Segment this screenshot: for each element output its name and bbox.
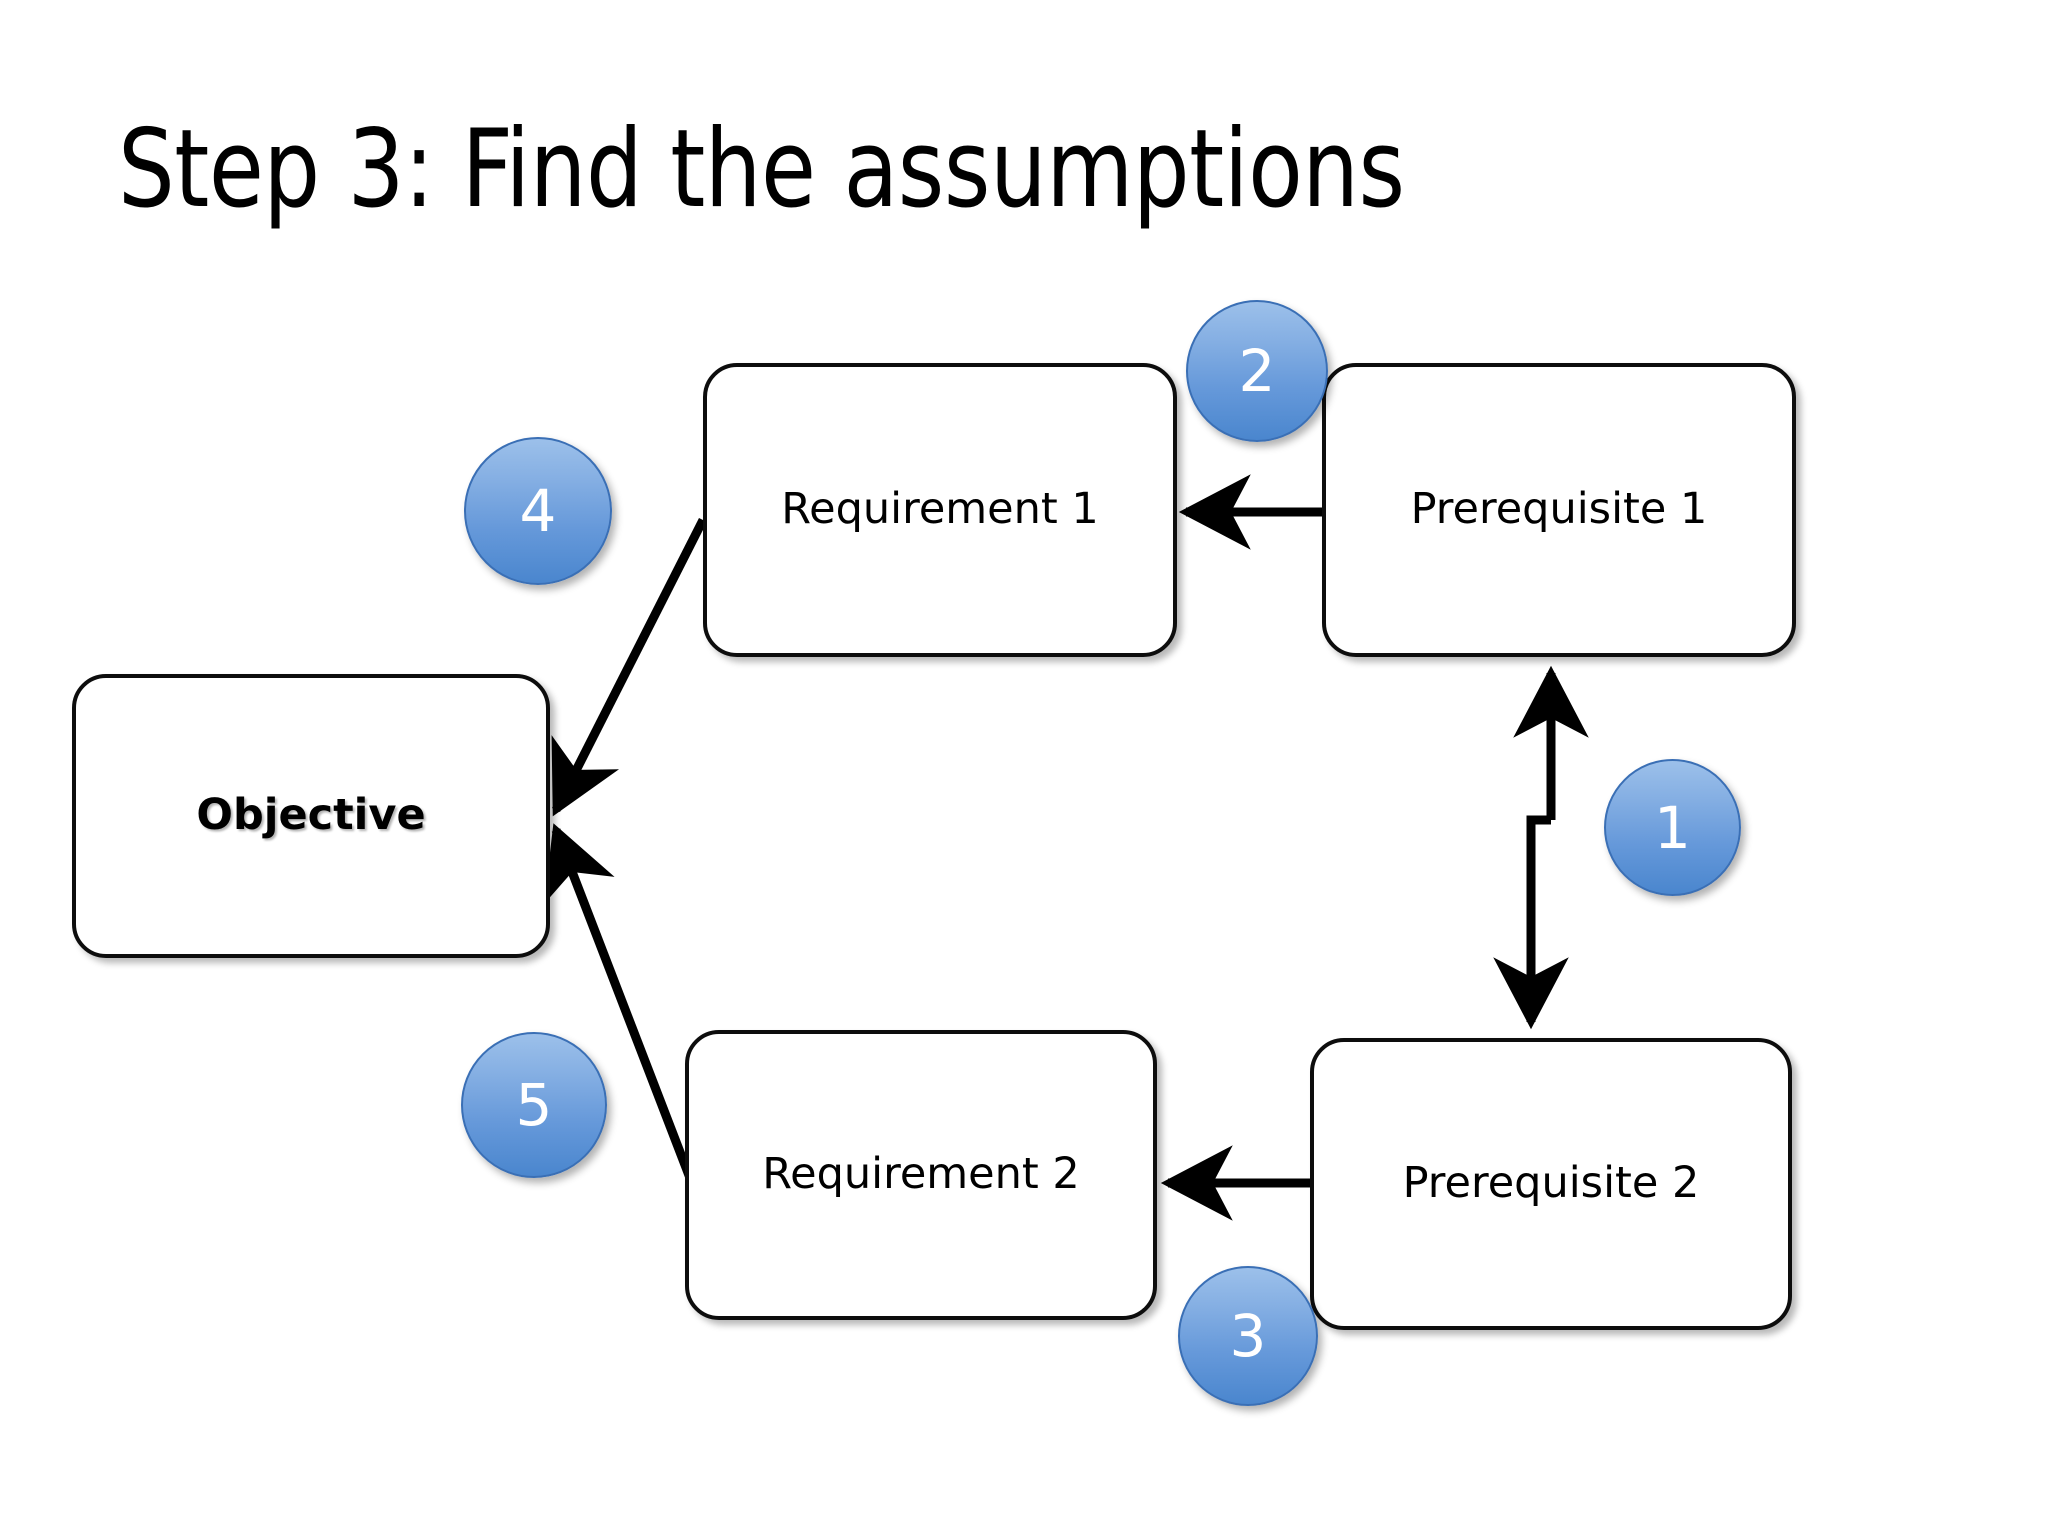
step-badge-5[interactable]: 5 xyxy=(461,1032,607,1178)
step-badge-1[interactable]: 1 xyxy=(1604,759,1741,896)
node-requirement-1-label: Requirement 1 xyxy=(781,484,1099,535)
node-prerequisite-1-label: Prerequisite 1 xyxy=(1410,484,1708,535)
node-prerequisite-2-label: Prerequisite 2 xyxy=(1402,1158,1700,1209)
node-requirement-2[interactable]: Requirement 2 xyxy=(685,1030,1157,1320)
step-badge-3-number: 3 xyxy=(1229,1302,1267,1370)
step-badge-2-number: 2 xyxy=(1238,337,1276,405)
node-objective[interactable]: Objective xyxy=(72,674,550,958)
node-objective-label: Objective xyxy=(196,790,426,841)
arrow-prerequisite1-to-prerequisite2-down xyxy=(1493,815,1569,1030)
step-badge-2[interactable]: 2 xyxy=(1186,300,1328,442)
step-badge-5-number: 5 xyxy=(515,1071,553,1139)
page-title: Step 3: Find the assumptions xyxy=(118,107,1405,232)
step-badge-3[interactable]: 3 xyxy=(1178,1266,1318,1406)
step-badge-1-number: 1 xyxy=(1654,793,1691,862)
step-badge-4-number: 4 xyxy=(519,477,557,545)
step-badge-4[interactable]: 4 xyxy=(464,437,612,585)
node-prerequisite-1[interactable]: Prerequisite 1 xyxy=(1322,363,1796,657)
node-prerequisite-2[interactable]: Prerequisite 2 xyxy=(1310,1038,1792,1330)
node-requirement-2-label: Requirement 2 xyxy=(762,1149,1080,1200)
node-requirement-1[interactable]: Requirement 1 xyxy=(703,363,1177,657)
